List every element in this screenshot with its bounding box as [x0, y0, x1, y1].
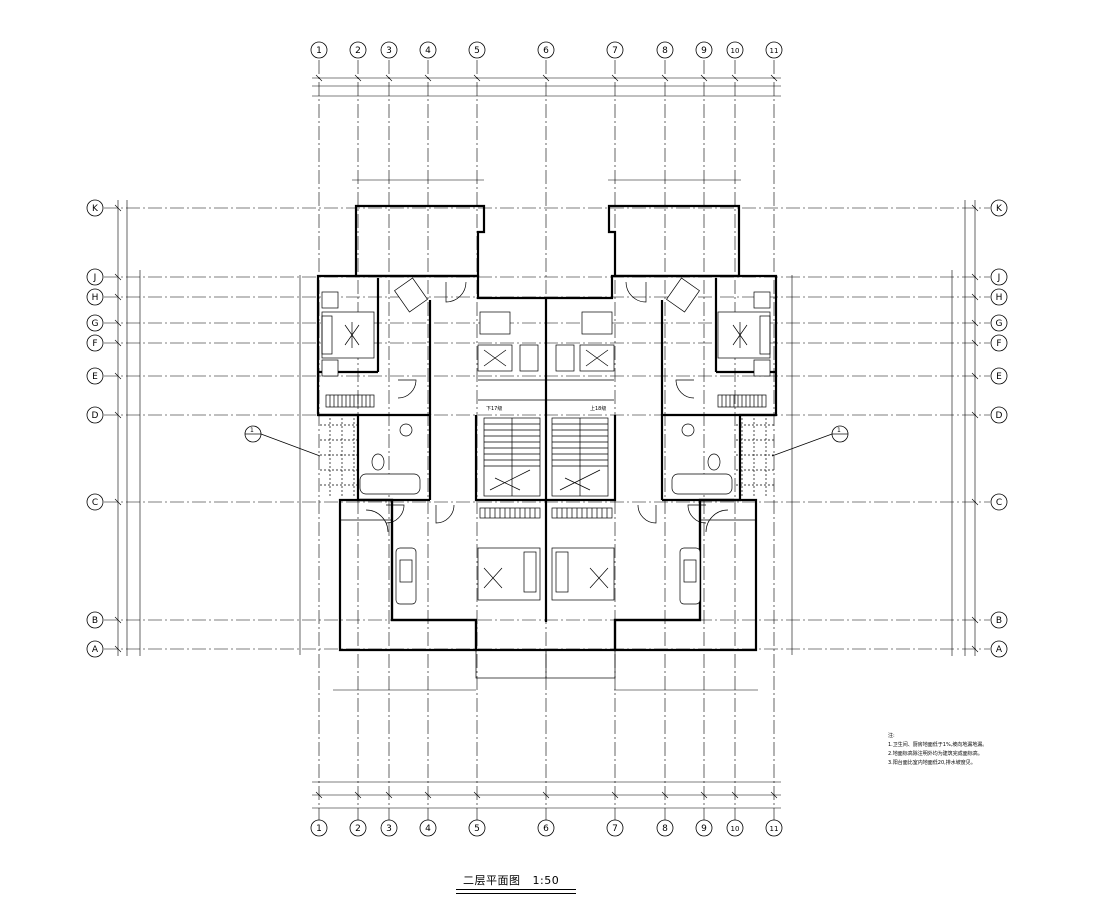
axis-label: C: [996, 498, 1002, 508]
axis-label: 4: [425, 824, 431, 834]
axis-label: 8: [662, 46, 668, 56]
kitchen-fixtures: [477, 311, 615, 372]
section-marker-right: [771, 425, 849, 457]
section-number-left: 1: [250, 427, 254, 434]
bed-west: [321, 311, 375, 359]
axis-label: A: [996, 645, 1003, 655]
note-item: 2.地面标高除注明外均为建筑完成面标高。: [888, 751, 983, 757]
axis-labels-bottom: 1 2 3 4 5 6 7 8 9 10 11: [316, 824, 778, 834]
title-underline-thick: [456, 889, 576, 890]
axis-label: K: [996, 204, 1003, 214]
axis-bubbles-top: [310, 41, 783, 59]
note-item: 3.阳台面比室内地面低20,排水坡度见。: [888, 760, 976, 766]
axis-label: 11: [770, 47, 779, 55]
axis-label: B: [996, 616, 1002, 626]
axis-label: 3: [386, 824, 392, 834]
axis-label: 9: [701, 46, 707, 56]
axis-label: K: [92, 204, 99, 214]
stair-left: [483, 417, 541, 497]
axis-label: F: [92, 339, 97, 349]
note-item: 1.卫生间、厨房地面低于1%,坡向地漏地漏。: [888, 742, 988, 748]
axis-label: 1: [316, 824, 322, 834]
axis-label: 2: [355, 824, 361, 834]
axis-bubbles-bottom: [310, 819, 783, 837]
axis-label: 1: [316, 46, 322, 56]
drawing-title: 二层平面图 1:50: [463, 872, 559, 888]
axis-labels-left: K J H G F E D C B A: [92, 204, 100, 655]
axis-label: 6: [543, 46, 549, 56]
axis-label: 4: [425, 46, 431, 56]
axis-label: 5: [474, 824, 480, 834]
dimension-ticks: [114, 74, 979, 799]
axis-label: G: [996, 319, 1003, 329]
section-number-right: 1: [837, 427, 841, 434]
axis-label: 10: [731, 825, 740, 833]
drawing-scale: 1:50: [532, 874, 560, 887]
section-marker-left: [244, 425, 321, 457]
axis-label: 6: [543, 824, 549, 834]
axis-label: E: [92, 372, 98, 382]
axis-label: 10: [731, 47, 740, 55]
axis-label: D: [996, 411, 1003, 421]
axis-label: A: [92, 645, 99, 655]
axis-label: C: [92, 498, 98, 508]
door-swings: [365, 281, 729, 533]
axis-label: 2: [355, 46, 361, 56]
stair-right: [551, 417, 609, 497]
axis-label: J: [997, 273, 1001, 283]
axis-bubbles-right: [990, 199, 1008, 658]
axis-label: D: [92, 411, 99, 421]
bed-south-west: [477, 547, 541, 601]
stair-label-right: 上18级: [590, 405, 606, 412]
axis-label: G: [92, 319, 99, 329]
axis-label: B: [92, 616, 98, 626]
axis-label: 3: [386, 46, 392, 56]
drawing-title-text: 二层平面图: [463, 874, 521, 887]
axis-label: E: [996, 372, 1002, 382]
stair-label-left: 下17级: [486, 405, 502, 412]
sofa-fixtures: [395, 547, 701, 605]
bed-east: [717, 311, 771, 359]
axis-label: H: [92, 293, 99, 303]
axis-label: H: [996, 293, 1003, 303]
exterior-walls: [316, 204, 778, 652]
axis-label: F: [996, 339, 1001, 349]
notes-heading: 注:: [888, 733, 895, 739]
bathroom-fixtures: [321, 277, 771, 495]
axis-labels-top: 1 2 3 4 5 6 7 8 9 10 11: [316, 46, 778, 56]
bed-south-east: [551, 547, 615, 601]
title-underline-thin: [456, 893, 576, 894]
axis-label: 8: [662, 824, 668, 834]
axis-label: 9: [701, 824, 707, 834]
axis-labels-right: K J H G F E D C B A: [996, 204, 1004, 655]
wardrobes: [325, 394, 767, 519]
axis-label: 7: [612, 824, 618, 834]
axis-bubbles-left: [86, 199, 104, 658]
design-notes: 注: 1.卫生间、厨房地面低于1%,坡向地漏地漏。 2.地面标高除注明外均为建筑…: [888, 732, 987, 768]
axis-label: 5: [474, 46, 480, 56]
entrance-canopy: [475, 649, 616, 679]
dimension-lines: [117, 77, 976, 809]
axis-label: 11: [770, 825, 779, 833]
axis-label: 7: [612, 46, 618, 56]
axis-label: J: [93, 273, 97, 283]
balcony-tiles: [320, 418, 774, 498]
